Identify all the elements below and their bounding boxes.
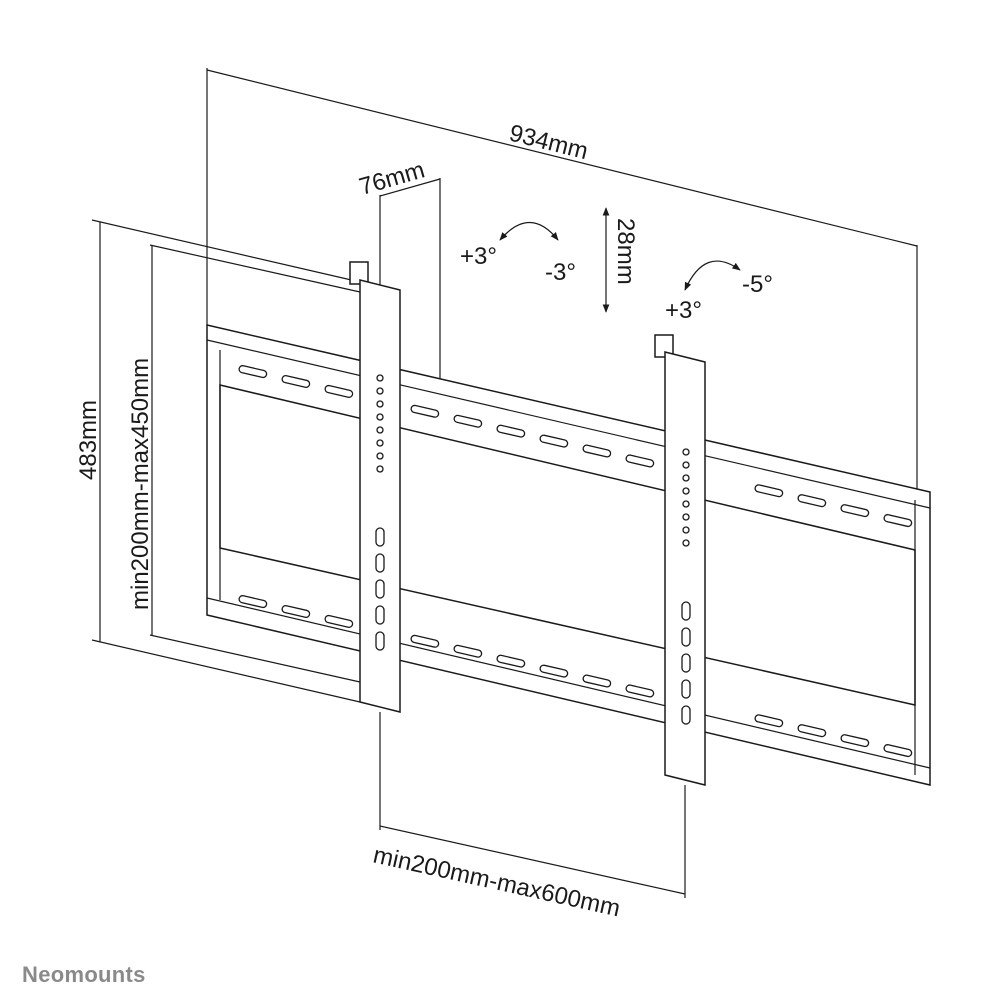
- frame-slot: [883, 744, 913, 758]
- vertical-hole-range-label: min200mm-max450mm: [127, 358, 154, 610]
- frame-slot: [840, 504, 870, 518]
- frame-slot: [883, 514, 913, 528]
- frame-slot: [496, 654, 526, 668]
- frame-slot: [754, 484, 784, 498]
- upright-hole: [376, 439, 384, 447]
- tilt-left-minus: -3°: [545, 259, 576, 286]
- frame-slot: [281, 604, 311, 619]
- upright-hole: [376, 400, 384, 408]
- wall-plate-frame: [206, 324, 931, 786]
- upright-hole: [682, 474, 690, 482]
- frame-slot: [324, 384, 354, 398]
- frame-slot: [539, 434, 569, 448]
- upright-bracket-right: [654, 334, 706, 786]
- tilt-right-minus: -5°: [742, 271, 773, 298]
- upright-slot: [681, 679, 691, 699]
- upright-hole: [376, 465, 384, 473]
- tilt-indicator-right: +3° -5°: [665, 260, 773, 324]
- upright-hole: [376, 387, 384, 395]
- upright-bracket-left: [349, 261, 401, 713]
- frame-slot: [410, 404, 440, 418]
- frame-slot: [539, 664, 569, 678]
- frame-slot: [754, 714, 784, 728]
- frame-slot: [238, 595, 268, 609]
- frame-slot: [625, 454, 655, 468]
- upright-hole: [682, 448, 690, 456]
- upright-slot: [681, 601, 691, 621]
- upright-slot: [681, 705, 691, 725]
- frame-slot: [582, 444, 612, 458]
- upright-hole: [682, 513, 690, 521]
- upright-slot: [681, 653, 691, 673]
- tilt-right-plus: +3°: [665, 297, 702, 324]
- upright-slot: [375, 527, 385, 547]
- frame-slot: [582, 674, 612, 688]
- upright-hole: [682, 487, 690, 495]
- frame-slot: [410, 634, 440, 648]
- upright-slot: [375, 579, 385, 599]
- tilt-left-plus: +3°: [460, 243, 497, 270]
- dimension-vertical-adjust: 28mm: [602, 207, 639, 313]
- upright-hole: [376, 413, 384, 421]
- frame-slot: [324, 614, 354, 628]
- frame-slot: [281, 374, 311, 389]
- dimension-horizontal-range: min200mm-max600mm: [371, 712, 686, 922]
- frame-slot: [453, 414, 483, 428]
- frame-slot: [453, 644, 483, 658]
- upright-slot: [375, 553, 385, 573]
- dimension-vertical-hole-range: min200mm-max450mm: [127, 244, 361, 683]
- tilt-indicator-left: +3° -3°: [460, 222, 576, 286]
- vertical-adjust-label: 28mm: [612, 218, 639, 285]
- dimension-overall-height: 483mm: [75, 219, 361, 703]
- upright-slot: [681, 627, 691, 647]
- upright-hole: [376, 374, 384, 382]
- horizontal-range-label: min200mm-max600mm: [371, 841, 623, 922]
- frame-slot: [238, 365, 268, 379]
- overall-width-label: 934mm: [507, 120, 591, 166]
- upright-hole: [682, 526, 690, 534]
- overall-height-label: 483mm: [75, 400, 102, 480]
- brand-logo: Neomounts: [22, 962, 146, 987]
- upright-slot: [375, 631, 385, 651]
- upright-hole: [682, 461, 690, 469]
- upright-hole: [682, 500, 690, 508]
- upright-hole: [682, 539, 690, 547]
- upright-hole: [376, 426, 384, 434]
- frame-slot: [840, 734, 870, 748]
- frame-slot: [797, 724, 827, 738]
- frame-slot: [797, 494, 827, 508]
- upright-slot: [375, 605, 385, 625]
- upright-depth-label: 76mm: [356, 156, 428, 200]
- frame-slot: [496, 424, 526, 438]
- frame-slot: [625, 684, 655, 698]
- upright-hole: [376, 452, 384, 460]
